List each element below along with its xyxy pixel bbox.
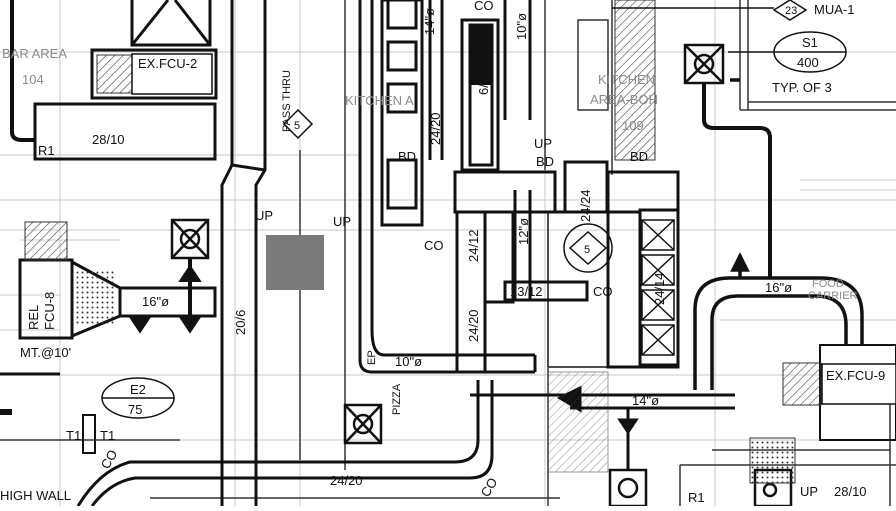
label-diamond-5a: 5 (294, 120, 300, 132)
label-co-2: CO (478, 475, 501, 499)
duct-vertical-left (128, 258, 202, 334)
label-duct-6-12: 6/12 (476, 70, 491, 95)
duct-ex-fcu-2 (10, 0, 218, 161)
room-kitchen-num: 109 (622, 118, 644, 133)
duct-20-6 (220, 0, 267, 506)
room-kitchen-boh: AREA-BOH (590, 92, 658, 107)
label-duct-16b: 16"ø (765, 280, 792, 295)
e2-bottom-text: 75 (128, 402, 142, 417)
e2-top-text: E2 (130, 382, 146, 397)
label-duct-28-10b: 28/10 (834, 484, 867, 499)
duct-24-20-lower (76, 380, 494, 507)
label-duct-10b: 10"ø (514, 13, 529, 40)
label-food: FOOD (812, 278, 844, 290)
label-bd-3: BD (630, 149, 648, 164)
label-duct-24-12: 24/12 (466, 229, 481, 262)
label-duct-24-20c: 24/20 (330, 473, 363, 488)
label-pass-thru: PASS THRU (281, 70, 293, 132)
label-up-3: UP (534, 136, 552, 151)
room-bar-num: 104 (22, 72, 44, 87)
kitchen-equipment (577, 19, 609, 111)
label-carrier: CARRIER (808, 290, 858, 302)
duct-kitchen-hood-column (358, 0, 537, 374)
label-co-5: CO (593, 284, 613, 299)
mua-tag (612, 0, 808, 21)
duct-ex-fcu-9 (693, 78, 896, 441)
label-duct-13-12: 13/12 (510, 284, 543, 299)
label-r1-right: R1 (688, 490, 705, 505)
label-duct-14: 14"ø (632, 393, 659, 408)
counter-hatch (547, 371, 609, 473)
fcu-8-hatch (24, 221, 68, 261)
label-t1-a: T1 (66, 428, 81, 443)
label-duct-28-10: 28/10 (92, 132, 125, 147)
label-fcu-8: FCU-8 (42, 292, 57, 330)
ex-fcu-2-box (131, 53, 213, 95)
label-high-wall: HIGH WALL (0, 488, 71, 503)
labels: BAR AREA 104 EX.FCU-2 28/10 R1 PASS THRU… (0, 0, 885, 505)
ex-fcu-9-box (821, 363, 896, 405)
label-mt10: MT.@10' (20, 345, 71, 360)
label-duct-24-24: 24/24 (578, 189, 593, 222)
label-r1-left: R1 (38, 143, 55, 158)
label-bd-2: BD (536, 154, 554, 169)
label-rel: REL (26, 305, 41, 330)
label-up-4: UP (800, 484, 818, 499)
diamond-tags (282, 108, 613, 273)
room-kitchen-partial: KITCHEN A (345, 93, 414, 108)
label-ex-fcu-2: EX.FCU-2 (138, 56, 197, 71)
label-pizza: PIZZA (391, 383, 403, 415)
mua-tag-number: 23 (785, 5, 797, 17)
label-ex-fcu-9: EX.FCU-9 (826, 368, 885, 383)
label-duct-20-6: 20/6 (233, 310, 248, 335)
s1-tag (728, 31, 847, 73)
label-bd-1: BD (398, 149, 416, 164)
label-duct-24-14: 24/14 (652, 272, 667, 305)
duct-hood-fill (470, 25, 492, 85)
fan-symbols (641, 219, 675, 356)
kitchen-hatch-column (614, 0, 656, 161)
label-t1-b: T1 (100, 428, 115, 443)
s1-bottom-text: 400 (797, 55, 819, 70)
fcu-8-dots (76, 270, 116, 326)
t1-thermostat (0, 409, 96, 454)
label-typ-of-3: TYP. OF 3 (772, 80, 832, 95)
label-duct-14-top: 14"ø (422, 8, 437, 35)
label-duct-24-20b: 24/20 (466, 309, 481, 342)
label-ep: EP (366, 350, 378, 365)
e2-tag (101, 377, 175, 419)
shaft-fill (266, 235, 324, 290)
label-co-4: CO (424, 238, 444, 253)
label-co-3: CO (474, 0, 494, 13)
s1-top-text: S1 (802, 35, 818, 50)
label-diamond-5b: 5 (584, 244, 590, 256)
fcu-9-hatch (782, 362, 822, 406)
duct-center-assembly (453, 160, 680, 374)
label-up-2: UP (333, 214, 351, 229)
label-duct-10a: 10"ø (395, 354, 422, 369)
room-kitchen: KITCHEN (598, 72, 655, 87)
label-up-1: UP (255, 208, 273, 223)
label-mua-1: MUA-1 (814, 2, 854, 17)
label-duct-12: 12"ø (516, 218, 531, 245)
label-duct-24-20a: 24/20 (428, 112, 443, 145)
room-bar-area: BAR AREA (2, 46, 67, 61)
fcu-2-hatch (96, 54, 133, 94)
dots-square (749, 437, 796, 484)
label-duct-16a: 16"ø (142, 294, 169, 309)
